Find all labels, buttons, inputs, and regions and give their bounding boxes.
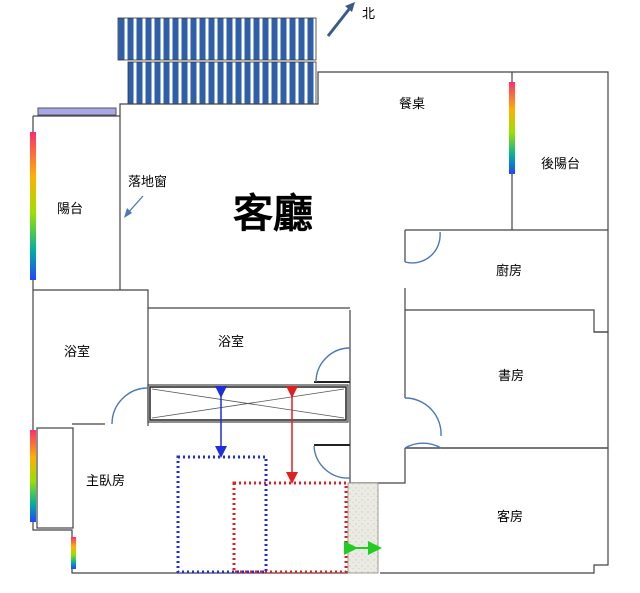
door-swings — [111, 231, 442, 479]
master-bedroom-label: 主臥房 — [86, 473, 125, 489]
north-label: 北 — [362, 7, 375, 22]
study-label: 書房 — [498, 368, 524, 384]
french-window-label: 落地窗 — [128, 174, 167, 190]
kitchen-label: 廚房 — [496, 263, 522, 279]
dining-table-label: 餐桌 — [399, 96, 425, 112]
balcony-glass — [37, 107, 117, 116]
stone-threshold — [347, 482, 379, 574]
north-arrow-icon — [326, 2, 355, 37]
rear-balcony-label: 後陽台 — [541, 157, 580, 172]
walls — [32, 71, 609, 574]
living-room-label: 客廳 — [233, 191, 313, 237]
balcony-label: 陽台 — [57, 202, 83, 217]
bathroom-center-label: 浴室 — [218, 334, 244, 350]
solar-panels — [117, 17, 317, 105]
french-window-arrow-icon — [124, 195, 144, 218]
guest-room-label: 客房 — [497, 509, 523, 525]
blue-bed-outline — [176, 455, 268, 574]
red-bed-outline — [232, 481, 348, 574]
window-gradient-strips — [30, 82, 515, 569]
bathroom-left-label: 浴室 — [64, 344, 90, 360]
